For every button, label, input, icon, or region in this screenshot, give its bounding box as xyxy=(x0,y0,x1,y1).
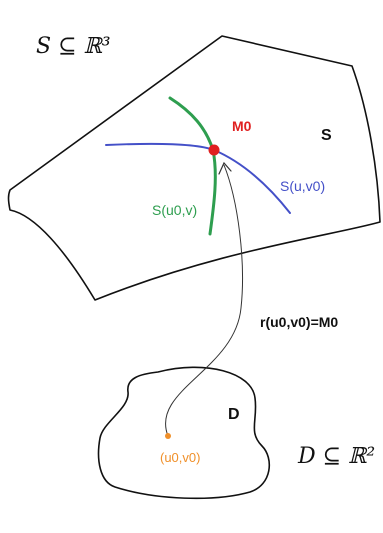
domain-outline xyxy=(97,366,270,500)
curve-s-u-v0-label: S(u,v0) xyxy=(280,178,326,194)
domain-label: D xyxy=(228,406,240,423)
point-m0-label: M0 xyxy=(232,118,252,134)
curve-s-u0-v-label: S(u0,v) xyxy=(152,202,198,218)
mapping-arrowhead xyxy=(218,161,232,175)
s-subset-label: S ⊆ ℝ³ xyxy=(36,34,111,59)
mapping-arrow xyxy=(165,164,243,437)
mapping-label: r(u0,v0)=M0 xyxy=(260,314,339,330)
point-m0 xyxy=(208,144,220,156)
d-subset-label: D ⊆ ℝ² xyxy=(298,444,376,469)
param-point-label: (u0,v0) xyxy=(160,450,201,465)
surface-label: S xyxy=(321,127,332,144)
blue-curve-s-u-v0 xyxy=(105,142,291,214)
param-point xyxy=(165,433,171,439)
surface-outline xyxy=(7,35,381,301)
